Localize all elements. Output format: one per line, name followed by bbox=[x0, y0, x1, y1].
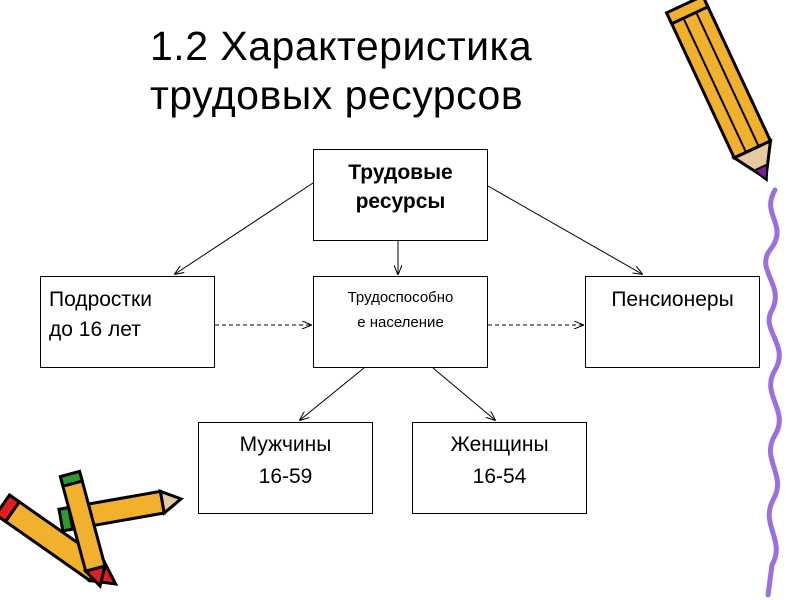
node-women: Женщины 16-54 bbox=[412, 422, 587, 514]
node-teens: Подростки до 16 лет bbox=[40, 276, 215, 368]
node-men-line-1: Мужчины bbox=[239, 433, 332, 456]
node-pensioners: Пенсионеры bbox=[585, 276, 760, 368]
node-teens-line-1: Подростки bbox=[49, 288, 152, 311]
node-women-line-2: 16-54 bbox=[472, 465, 527, 488]
page-title: 1.2 Характеристика трудовых ресурсов bbox=[150, 22, 532, 120]
node-labor-resources: Трудовые ресурсы bbox=[313, 149, 488, 241]
node-root-line-2: ресурсы bbox=[355, 190, 446, 213]
node-men: Мужчины 16-59 bbox=[198, 422, 373, 514]
node-teens-line-2: до 16 лет bbox=[49, 318, 141, 341]
node-men-line-2: 16-59 bbox=[258, 465, 313, 488]
node-able-line-2: е население bbox=[357, 314, 444, 331]
node-women-line-1: Женщины bbox=[450, 433, 549, 456]
node-root-line-1: Трудовые bbox=[348, 161, 453, 184]
node-able-bodied: Трудоспособно е население bbox=[313, 276, 488, 368]
edge-able-women bbox=[432, 367, 495, 420]
title-line-2: трудовых ресурсов bbox=[150, 72, 524, 118]
node-pensioners-line-1: Пенсионеры bbox=[611, 288, 734, 311]
title-line-1: 1.2 Характеристика bbox=[150, 23, 533, 69]
node-able-line-1: Трудоспособно bbox=[347, 289, 454, 306]
edge-able-men bbox=[300, 367, 365, 420]
edge-root-pensioners bbox=[487, 185, 642, 274]
edge-root-teens bbox=[175, 182, 314, 274]
